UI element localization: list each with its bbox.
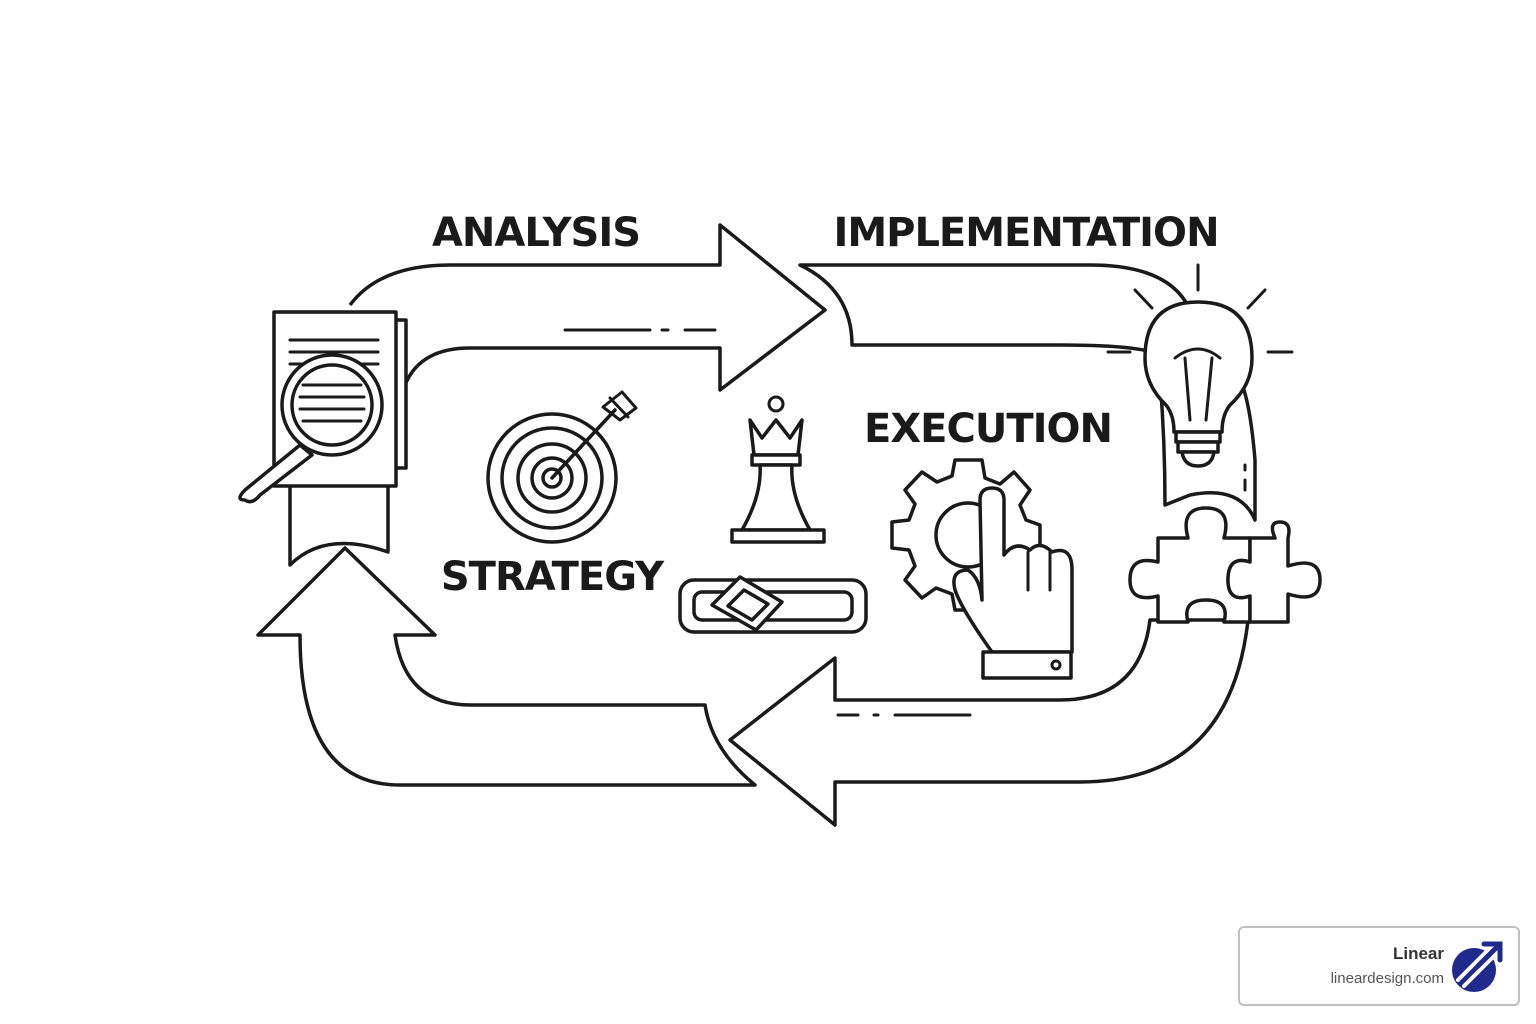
chain-link-icon: [678, 575, 868, 634]
chess-queen-icon: [730, 395, 826, 544]
gear-hand-icon: [890, 458, 1074, 680]
document-magnifier-icon: [238, 310, 408, 567]
label-implementation: IMPLEMENTATION: [833, 210, 1218, 256]
label-analysis: ANALYSIS: [432, 210, 640, 256]
lightbulb-icon: [1106, 263, 1294, 468]
brand-logo-icon: [1452, 941, 1503, 992]
bottom-left-arrow: [256, 546, 757, 787]
target-arrow-icon: [486, 390, 638, 544]
label-execution: EXECUTION: [864, 406, 1112, 452]
label-strategy: STRATEGY: [441, 554, 665, 600]
brand-badge[interactable]: Linear lineardesign.com: [1238, 926, 1520, 1006]
brand-name: Linear: [1392, 944, 1444, 963]
top-left-arrow: [348, 223, 827, 397]
brand-url: lineardesign.com: [1330, 970, 1444, 987]
top-right-band: [798, 263, 1192, 357]
bottom-right-arrow: [728, 618, 1250, 827]
puzzle-icon: [1128, 506, 1322, 624]
